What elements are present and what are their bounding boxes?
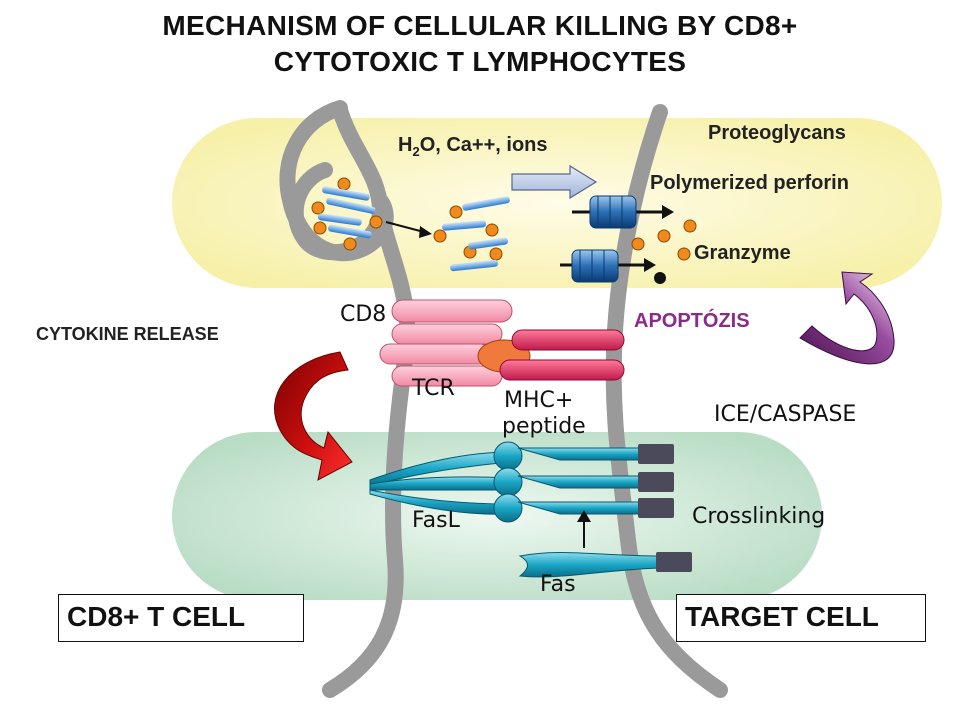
- mhc-label: MHC+: [504, 388, 574, 413]
- ion-flow-label-h: H: [398, 134, 413, 156]
- ion-flow-label-o: O: [419, 134, 436, 156]
- apoptosis-arrow: [799, 271, 895, 365]
- perforin-pore-upper: [572, 195, 674, 229]
- target-cell-box: TARGET CELL: [676, 594, 926, 642]
- cytokine-release-label: CYTOKINE RELEASE: [36, 324, 219, 344]
- tcr-label: TCR: [412, 376, 455, 401]
- ion-flow-label: H2O, Ca++, ions: [398, 134, 548, 159]
- perforin-pore-lower: [560, 249, 656, 283]
- fasl-fas-complex: [369, 441, 692, 578]
- ion-flow-label-subscript: 2: [412, 144, 420, 159]
- apoptosis-label: APOPTÓZIS: [634, 310, 750, 332]
- diagram-title-line-1: MECHANISM OF CELLULAR KILLING BY CD8+: [162, 10, 798, 41]
- granule-cluster-left: [311, 177, 383, 251]
- cytokine-release-arrow: [274, 351, 353, 481]
- fasl-label: FasL: [412, 508, 460, 533]
- t-cell-membrane-secretory-lobe: [279, 100, 394, 262]
- ion-flow-arrow: [511, 164, 598, 200]
- tcr-cd8-mhc-complex: [379, 299, 625, 387]
- granzyme-label: Granzyme: [694, 242, 791, 264]
- peptide-label: peptide: [502, 414, 586, 439]
- cd8-label: CD8: [340, 302, 387, 327]
- diagram-title-line-2: CYTOTOXIC T LYMPHOCYTES: [273, 46, 687, 77]
- ion-flow-label-rest: , Ca++, ions: [435, 134, 548, 156]
- release-arrow: [385, 221, 425, 233]
- t-cell-box: CD8+ T CELL: [58, 594, 304, 642]
- crosslinking-label: Crosslinking: [692, 504, 826, 529]
- fas-label: Fas: [540, 572, 576, 597]
- granule-cluster-middle: [433, 196, 510, 272]
- granzyme-dots: [631, 219, 697, 284]
- proteoglycans-label: Proteoglycans: [708, 122, 846, 144]
- caspase-label: ICE/CASPASE: [714, 402, 857, 427]
- perforin-label: Polymerized perforin: [650, 172, 849, 194]
